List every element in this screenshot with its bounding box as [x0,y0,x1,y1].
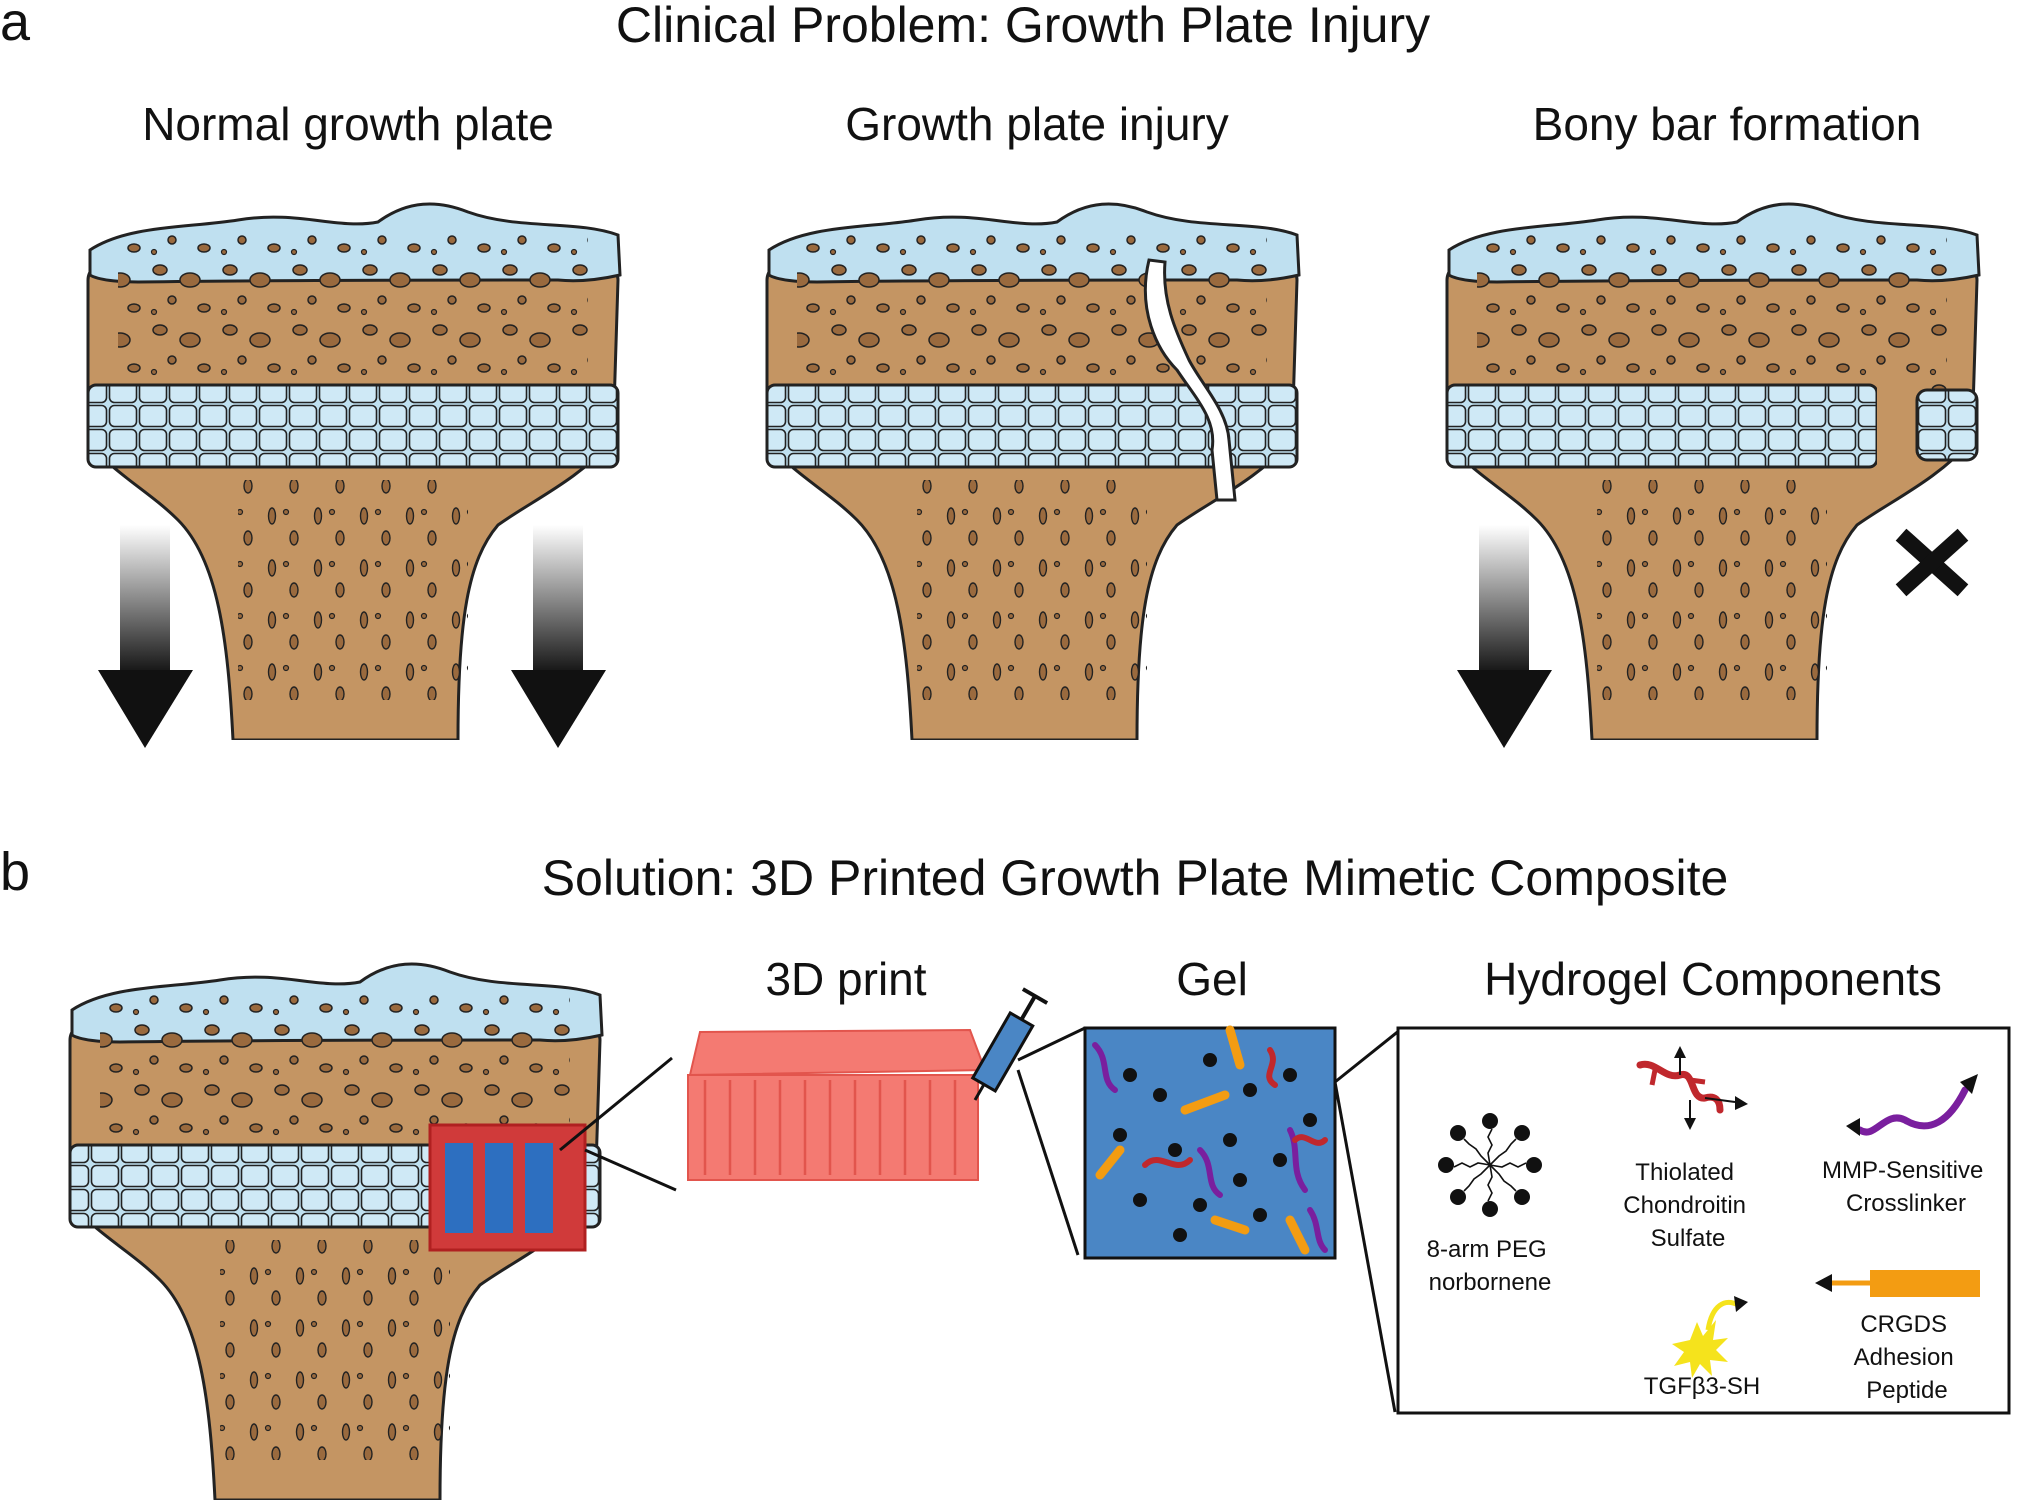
peg-label: 8-arm PEG norbornene [1427,1236,1554,1296]
crgds-icon [1815,1270,1980,1297]
zoom-line-bottom [584,1148,677,1192]
comp-zoom-top [1334,1028,1401,1084]
bone-bony-bar-pores [1477,230,1947,400]
growth-plate-normal [86,383,620,469]
bone-normal-shaft-pores [238,480,468,700]
growth-arrow-right [511,525,606,748]
bone-injury-shaft-pores [917,480,1147,700]
bone-bony-bar-label: Bony bar formation [1533,98,1922,150]
bone-injury: Growth plate injury [765,98,1301,740]
tgf-icon [1672,1296,1748,1378]
scaffold-columns [703,1080,957,1175]
crgds-label: CRGDS Adhesion Peptide [1854,1311,1961,1404]
comp-zoom-bottom [1333,1081,1397,1413]
mmp-label: MMP-Sensitive Crosslinker [1822,1157,1990,1217]
panel-a-title: Clinical Problem: Growth Plate Injury [616,0,1430,53]
bone-injury-label: Growth plate injury [845,98,1229,150]
bone-bony-bar: Bony bar formation [1445,98,1981,748]
bone-bony-bar-shaft-pores [1597,480,1827,700]
bony-bar [1877,385,1917,467]
growth-plate-right-part [1915,388,1979,462]
gel-peg-nodes [1113,1053,1317,1242]
gel-zoom-bottom [1016,1069,1080,1256]
growth-plate-injured [765,383,1299,469]
bone-with-implant [68,962,604,1500]
zoom-line-top [559,1056,673,1152]
panel-b-letter: b [0,842,30,902]
printed-scaffold [687,1028,987,1181]
components-title: Hydrogel Components [1484,953,1942,1005]
bone-normal-label: Normal growth plate [142,98,554,150]
gel-zoom-top [1017,1026,1086,1062]
growth-plate-left-part [1445,383,1879,469]
syringe-icon [970,987,1049,1101]
fracture-line [1144,258,1237,502]
implant-bone-shaft-pores [220,1240,450,1460]
print-label: 3D print [765,953,926,1005]
growth-arrow-left [98,525,193,748]
blocked-growth-x-icon [1895,528,1969,597]
peg-star-icon [1438,1113,1542,1217]
gel-red-chondroitin [1142,1047,1328,1168]
panel-a-letter: a [0,0,31,52]
bone-normal-pores [118,230,588,400]
chondroitin-label: Thiolated Chondroitin Sulfate [1623,1159,1752,1252]
chondroitin-icon [1636,1046,1748,1130]
gel-label: Gel [1176,953,1248,1005]
tgf-label: TGFβ3-SH [1644,1373,1760,1400]
gel-purple-crosslinkers [1092,1042,1328,1253]
bone-normal: Normal growth plate [86,98,622,748]
panel-b-title: Solution: 3D Printed Growth Plate Mimeti… [542,850,1729,906]
gel-network [1083,1025,1337,1260]
mmp-crosslinker-icon [1846,1074,1978,1136]
growth-arrow-left [1457,525,1552,748]
gel-orange-peptides [1095,1025,1310,1255]
implant [428,1123,587,1252]
